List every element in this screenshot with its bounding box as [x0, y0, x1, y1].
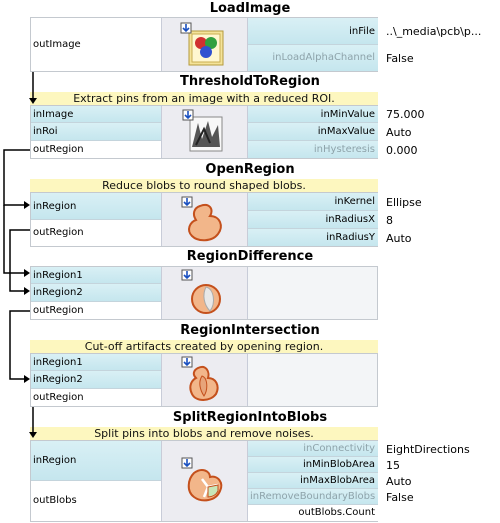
param-inloadalphachannel[interactable]: inLoadAlphaChannel	[248, 45, 378, 71]
connection-line	[3, 205, 24, 274]
input-inroi[interactable]: inRoi	[31, 123, 161, 141]
value-inhysteresis[interactable]: 0.000	[386, 144, 418, 157]
param-inminblobarea[interactable]: inMinBlobArea	[248, 457, 378, 473]
tool-regionintersection[interactable]: inRegion1 inRegion2 outRegion	[30, 353, 378, 407]
tool-loadimage[interactable]: outImage inFile inLoadAlphaChannel	[30, 17, 378, 72]
open-region-icon	[181, 196, 222, 242]
output-outblobs-count[interactable]: outBlobs.Count	[248, 505, 378, 521]
split-blobs-icon	[181, 457, 223, 502]
tool-icon-area[interactable]	[161, 267, 248, 319]
value-inloadalphachannel[interactable]: False	[386, 52, 414, 65]
tool-splitregionintoblobs[interactable]: inRegion outBlobs inConnectivity inMinBl…	[30, 440, 378, 522]
connection-arrow	[24, 287, 30, 295]
input-inregion[interactable]: inRegion	[31, 193, 161, 220]
param-inremoveboundaryblobs[interactable]: inRemoveBoundaryBlobs	[248, 489, 378, 505]
value-infile[interactable]: ..\_media\pcb\p...	[386, 25, 482, 38]
param-inmaxvalue[interactable]: inMaxValue	[248, 123, 378, 141]
param-infile[interactable]: inFile	[248, 18, 378, 45]
output-outimage[interactable]: outImage	[31, 18, 161, 71]
load-image-icon	[180, 22, 224, 66]
node-title-regiondifference[interactable]: RegionDifference	[186, 249, 314, 264]
node-comment-threshold: Extract pins from an image with a reduce…	[30, 92, 378, 105]
node-title-regionintersection[interactable]: RegionIntersection	[180, 323, 320, 338]
output-outregion[interactable]: outRegion	[31, 220, 161, 246]
region-difference-icon	[181, 269, 221, 314]
value-inradiusy[interactable]: Auto	[386, 232, 412, 245]
value-inminvalue[interactable]: 75.000	[386, 108, 425, 121]
input-inimage[interactable]: inImage	[31, 106, 161, 123]
value-inconnectivity[interactable]: EightDirections	[386, 443, 470, 456]
connection-arrow	[24, 375, 30, 383]
threshold-icon	[182, 109, 223, 152]
param-inradiusx[interactable]: inRadiusX	[248, 211, 378, 229]
tool-icon-area[interactable]	[161, 354, 248, 406]
input-inregion[interactable]: inRegion	[31, 441, 161, 481]
region-intersection-icon	[181, 356, 219, 401]
param-inmaxblobarea[interactable]: inMaxBlobArea	[248, 473, 378, 489]
tool-regiondifference[interactable]: inRegion1 inRegion2 outRegion	[30, 266, 378, 320]
tool-icon-area[interactable]	[161, 441, 248, 521]
input-inregion2[interactable]: inRegion2	[31, 284, 161, 302]
connection-line	[9, 229, 30, 292]
param-inhysteresis[interactable]: inHysteresis	[248, 141, 378, 158]
node-title-loadimage[interactable]: LoadImage	[209, 1, 291, 16]
value-inkernel[interactable]: Ellipse	[386, 196, 422, 209]
tool-thresholdtoregion[interactable]: inImage inRoi outRegion inMinValue inMax…	[30, 105, 378, 159]
input-inregion1[interactable]: inRegion1	[31, 354, 161, 371]
output-outblobs[interactable]: outBlobs	[31, 481, 161, 521]
node-title-splitregionintoblobs[interactable]: SplitRegionIntoBlobs	[172, 410, 328, 425]
node-comment-regionintersection: Cut-off artifacts created by opening reg…	[30, 340, 378, 353]
node-comment-splitregionintoblobs: Split pins into blobs and remove noises.	[30, 427, 378, 440]
connection-line	[3, 149, 30, 206]
value-inradiusx[interactable]: 8	[386, 214, 393, 227]
connection-arrow	[29, 98, 37, 104]
value-inremoveboundaryblobs[interactable]: False	[386, 491, 414, 504]
node-title-thresholdtoregion[interactable]: ThresholdToRegion	[180, 74, 320, 89]
input-inregion1[interactable]: inRegion1	[31, 267, 161, 284]
param-inconnectivity[interactable]: inConnectivity	[248, 441, 378, 457]
value-inmaxvalue[interactable]: Auto	[386, 126, 412, 139]
output-outregion[interactable]: outRegion	[31, 389, 161, 406]
param-inradiusy[interactable]: inRadiusY	[248, 229, 378, 246]
connection-line	[9, 310, 30, 380]
output-outregion[interactable]: outRegion	[31, 302, 161, 319]
tool-icon-area[interactable]	[161, 18, 248, 71]
tool-icon-area[interactable]	[161, 193, 248, 246]
node-comment-openregion: Reduce blobs to round shaped blobs.	[30, 179, 378, 192]
connection-arrow	[24, 201, 30, 209]
param-inminvalue[interactable]: inMinValue	[248, 106, 378, 123]
node-title-openregion[interactable]: OpenRegion	[205, 162, 295, 177]
connection-arrow	[24, 269, 30, 277]
tool-icon-area[interactable]	[161, 106, 248, 158]
connection-arrow	[29, 432, 37, 438]
output-outregion[interactable]: outRegion	[31, 141, 161, 158]
tool-openregion[interactable]: inRegion outRegion inKernel inRadiusX in…	[30, 192, 378, 247]
value-inminblobarea[interactable]: 15	[386, 459, 400, 472]
input-inregion2[interactable]: inRegion2	[31, 371, 161, 389]
param-inkernel[interactable]: inKernel	[248, 193, 378, 211]
value-inmaxblobarea[interactable]: Auto	[386, 475, 412, 488]
